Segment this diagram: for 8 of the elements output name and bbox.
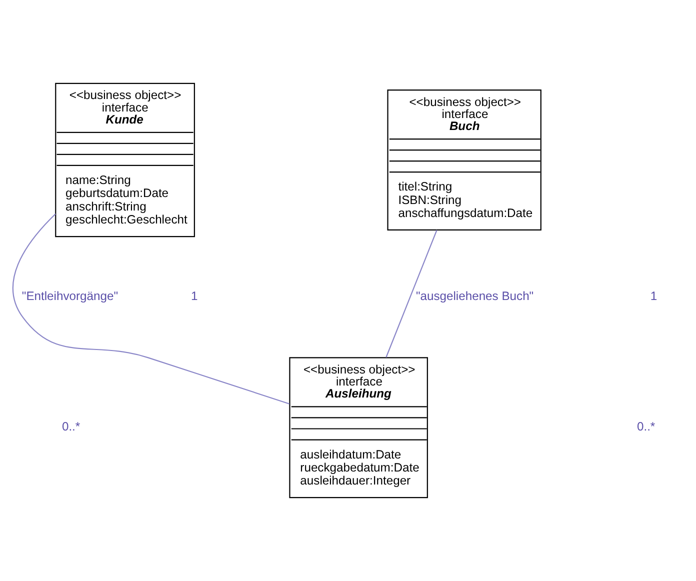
connector xyxy=(12,213,290,404)
edge-label: "Entleihvorgänge" xyxy=(22,289,118,304)
connector xyxy=(386,230,438,358)
label: 0..* xyxy=(636,420,656,434)
label: 0..* xyxy=(62,420,80,434)
label: 1 xyxy=(191,289,198,304)
edge-label: "ausgeliehenes Buch" xyxy=(416,289,534,304)
label: 1 xyxy=(650,289,658,304)
